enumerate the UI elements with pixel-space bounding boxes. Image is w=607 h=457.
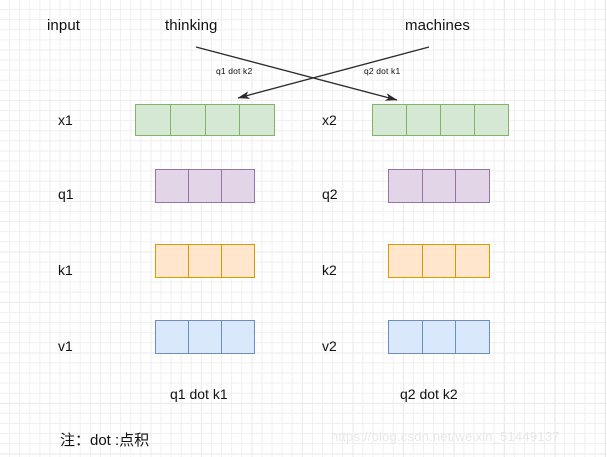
vector-cell	[373, 105, 407, 135]
vector-cell	[171, 105, 206, 135]
vector-box-q2	[388, 169, 490, 203]
vector-cell	[136, 105, 171, 135]
vector-cell	[189, 245, 222, 277]
vector-box-x1	[135, 104, 275, 136]
vector-cell	[156, 245, 189, 277]
vector-cell	[389, 245, 423, 277]
vector-box-k1	[155, 244, 255, 278]
footer-label-q1-dot-k1: q1 dot k1	[170, 386, 228, 402]
vector-cell	[407, 105, 441, 135]
row-label-x2: x2	[322, 112, 337, 128]
header-input: input	[47, 17, 81, 34]
footer-label-q2-dot-k2: q2 dot k2	[400, 386, 458, 402]
row-label-k1: k1	[58, 262, 73, 278]
row-label-q2: q2	[322, 186, 338, 202]
row-label-v1: v1	[58, 338, 73, 354]
note-text: 注：dot :点积	[60, 432, 150, 449]
vector-cell	[423, 321, 457, 353]
vector-cell	[423, 170, 457, 202]
vector-cell	[389, 170, 423, 202]
arrow-label-q2-dot-k1: q2 dot k1	[364, 66, 401, 76]
arrow-label-q1-dot-k2: q1 dot k2	[216, 66, 253, 76]
row-label-v2: v2	[322, 338, 337, 354]
arrow-machines-to-thinking	[237, 46, 430, 99]
row-label-x1: x1	[58, 112, 73, 128]
vector-cell	[156, 321, 189, 353]
vector-cell	[222, 245, 254, 277]
vector-box-q1	[155, 169, 255, 203]
vector-box-x2	[372, 104, 509, 136]
vector-box-v1	[155, 320, 255, 354]
vector-cell	[456, 170, 489, 202]
vector-cell	[456, 321, 489, 353]
header-machines: machines	[405, 17, 470, 34]
vector-cell	[189, 170, 222, 202]
watermark-text: https://blog.csdn.net/weixin_51449137	[331, 429, 560, 444]
vector-box-v2	[388, 320, 490, 354]
vector-cell	[240, 105, 274, 135]
row-label-q1: q1	[58, 186, 74, 202]
vector-cell	[475, 105, 508, 135]
header-thinking: thinking	[165, 17, 218, 34]
vector-box-k2	[388, 244, 490, 278]
vector-cell	[456, 245, 489, 277]
vector-cell	[389, 321, 423, 353]
row-label-k2: k2	[322, 262, 337, 278]
vector-cell	[222, 170, 254, 202]
vector-cell	[206, 105, 241, 135]
vector-cell	[441, 105, 475, 135]
vector-cell	[189, 321, 222, 353]
vector-cell	[423, 245, 457, 277]
vector-cell	[156, 170, 189, 202]
vector-cell	[222, 321, 254, 353]
